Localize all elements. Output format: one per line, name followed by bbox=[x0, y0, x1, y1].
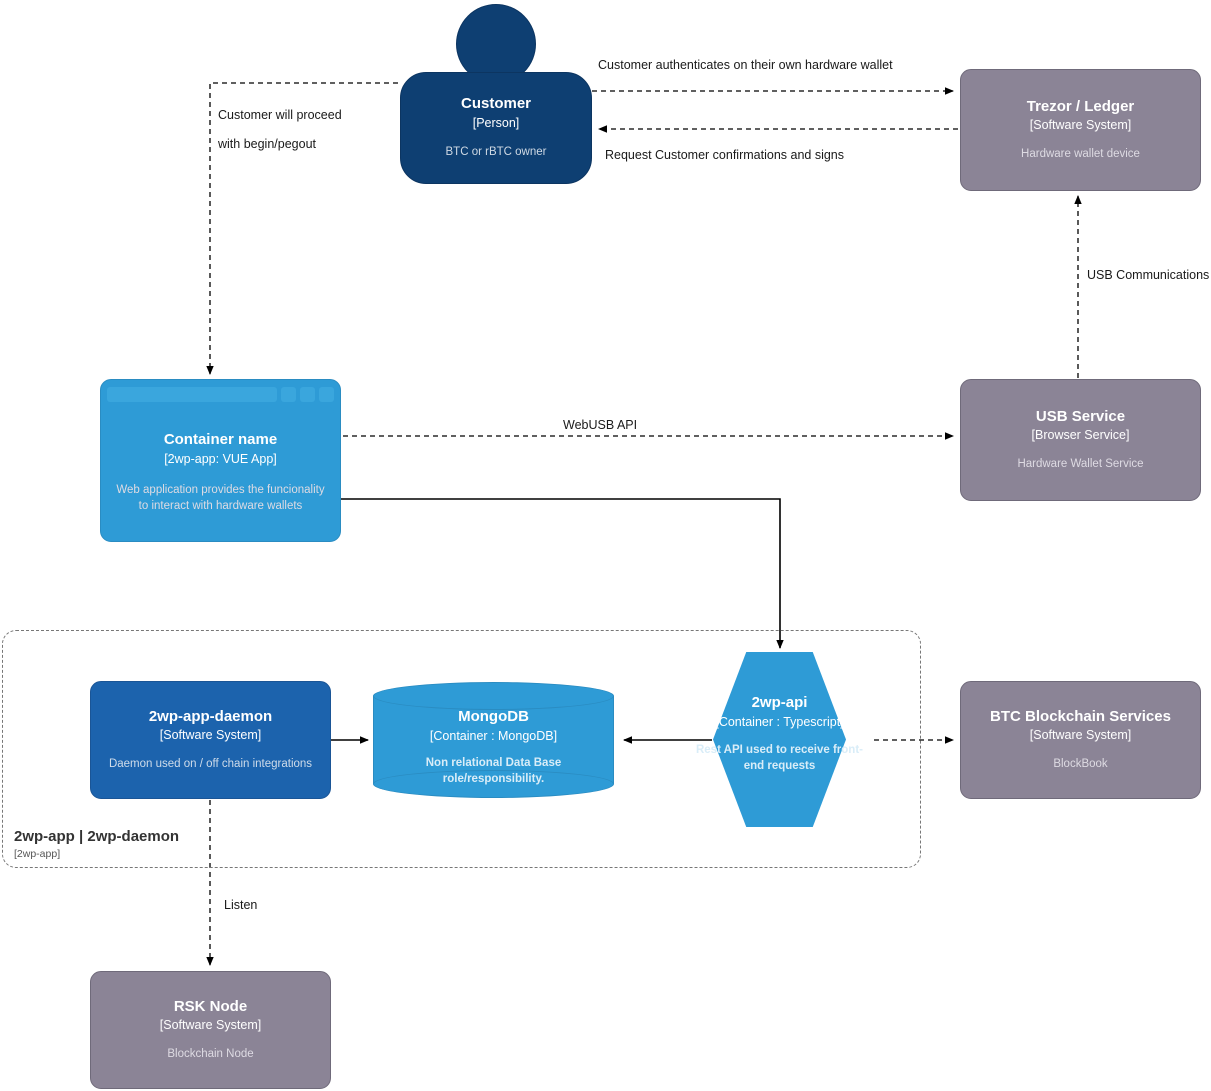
btc-blockchain-tech: [Software System] bbox=[1029, 728, 1132, 743]
daemon-tech: [Software System] bbox=[159, 728, 262, 743]
browser-viewport: Container name [2wp-app: VUE App] Web ap… bbox=[107, 407, 334, 535]
customer-title: Customer bbox=[460, 95, 531, 113]
node-rsk-node[interactable]: RSK Node [Software System] Blockchain No… bbox=[90, 971, 331, 1089]
node-customer[interactable]: Customer [Person] BTC or rBTC owner bbox=[400, 4, 592, 184]
vue-app-tech: [2wp-app: VUE App] bbox=[164, 451, 277, 466]
btc-blockchain-desc: BlockBook bbox=[1053, 757, 1108, 770]
api-tech: [Container : Typescript] bbox=[715, 714, 844, 729]
node-btc-blockchain-services[interactable]: BTC Blockchain Services [Software System… bbox=[960, 681, 1201, 799]
daemon-title: 2wp-app-daemon bbox=[148, 707, 273, 725]
node-vue-app[interactable]: Container name [2wp-app: VUE App] Web ap… bbox=[100, 379, 341, 542]
mongodb-cylinder-top bbox=[373, 682, 614, 710]
api-text: 2wp-api [Container : Typescript] Rest AP… bbox=[688, 694, 871, 774]
edge-customer-to-vue-app bbox=[206, 82, 398, 375]
rsk-node-tech: [Software System] bbox=[159, 1018, 262, 1033]
edge-label-customer-to-trezor: Customer authenticates on their own hard… bbox=[598, 58, 893, 72]
node-usb-service[interactable]: USB Service [Browser Service] Hardware W… bbox=[960, 379, 1201, 501]
usb-service-title: USB Service bbox=[1035, 407, 1126, 425]
edge-label-trezor-to-customer: Request Customer confirmations and signs bbox=[605, 148, 845, 162]
mongodb-title: MongoDB bbox=[458, 708, 529, 725]
node-trezor-ledger[interactable]: Trezor / Ledger [Software System] Hardwa… bbox=[960, 69, 1201, 191]
node-2wp-app-daemon[interactable]: 2wp-app-daemon [Software System] Daemon … bbox=[90, 681, 331, 799]
rsk-node-desc: Blockchain Node bbox=[167, 1047, 254, 1060]
mongodb-tech: [Container : MongoDB] bbox=[429, 728, 558, 743]
btc-blockchain-title: BTC Blockchain Services bbox=[990, 707, 1171, 725]
node-mongodb[interactable]: MongoDB [Container : MongoDB] Non relati… bbox=[373, 682, 614, 798]
customer-tech: [Person] bbox=[472, 115, 520, 130]
api-title: 2wp-api bbox=[751, 694, 808, 711]
boundary-tech: [2wp-app] bbox=[14, 848, 61, 860]
edge-label-listen: Listen bbox=[224, 898, 258, 912]
boundary-2wp-app bbox=[2, 630, 921, 868]
boundary-label: 2wp-app | 2wp-daemon [2wp-app] bbox=[10, 826, 184, 864]
mongodb-text: MongoDB [Container : MongoDB] Non relati… bbox=[373, 708, 614, 787]
node-2wp-api[interactable]: 2wp-api [Container : Typescript] Rest AP… bbox=[696, 652, 863, 827]
vue-app-desc: Web application provides the funcionalit… bbox=[116, 484, 325, 512]
api-desc: Rest API used to receive front-end reque… bbox=[695, 744, 863, 772]
mongodb-cylinder-bottom bbox=[373, 770, 614, 798]
browser-button-icon bbox=[319, 387, 334, 402]
trezor-ledger-title: Trezor / Ledger bbox=[1026, 97, 1135, 115]
mongodb-desc: Non relational Data Base role/responsibi… bbox=[425, 757, 562, 785]
daemon-desc: Daemon used on / off chain integrations bbox=[108, 757, 313, 770]
browser-url-bar bbox=[107, 387, 277, 402]
edge-label-usb-communications: USB Communications bbox=[1087, 268, 1210, 282]
edge-label-customer-to-vue-app-line1: Customer will proceed bbox=[218, 108, 342, 122]
customer-body: Customer [Person] BTC or rBTC owner bbox=[400, 72, 592, 184]
usb-service-tech: [Browser Service] bbox=[1031, 428, 1130, 443]
trezor-ledger-desc: Hardware wallet device bbox=[1021, 147, 1140, 160]
boundary-title: 2wp-app | 2wp-daemon bbox=[14, 828, 180, 845]
browser-chrome bbox=[107, 386, 334, 403]
vue-app-title: Container name bbox=[163, 431, 278, 448]
usb-service-desc: Hardware Wallet Service bbox=[1017, 457, 1144, 470]
trezor-ledger-tech: [Software System] bbox=[1029, 118, 1132, 133]
api-hexagon-shape bbox=[713, 652, 846, 827]
rsk-node-title: RSK Node bbox=[173, 997, 248, 1015]
edge-vue-app-to-api bbox=[341, 498, 784, 649]
browser-button-icon bbox=[281, 387, 296, 402]
edge-label-customer-to-vue-app-line2: with begin/pegout bbox=[218, 137, 316, 151]
browser-button-icon bbox=[300, 387, 315, 402]
edge-label-webusb-api: WebUSB API bbox=[563, 418, 638, 432]
customer-desc: BTC or rBTC owner bbox=[445, 146, 547, 159]
